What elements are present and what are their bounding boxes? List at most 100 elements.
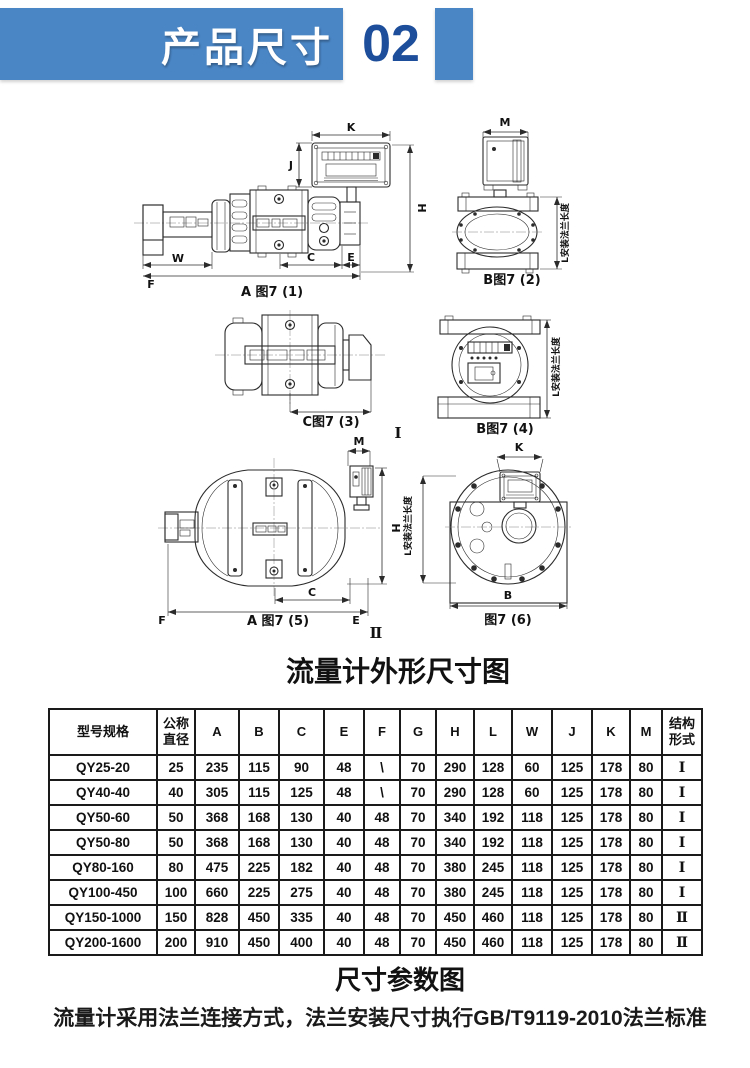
table-cell: 178	[591, 854, 631, 881]
table-cell: 125	[551, 879, 593, 906]
table-cell: \	[363, 754, 401, 781]
table-cell: QY200-1600	[48, 929, 158, 956]
flange-length-label: L安装法兰长度	[402, 495, 414, 556]
table-cell: 225	[238, 854, 280, 881]
table-header-cell: G	[399, 708, 437, 756]
table-cell: QY80-160	[48, 854, 158, 881]
table-cell: 400	[278, 929, 325, 956]
table-cell: 380	[435, 854, 475, 881]
dim-label-m: M	[354, 435, 365, 448]
table-cell: 125	[551, 754, 593, 781]
table-cell: 178	[591, 829, 631, 856]
table-cell: Ⅰ	[661, 754, 703, 781]
table-cell: 40	[323, 829, 365, 856]
dim-label-w: W	[172, 252, 184, 265]
table-cell: 40	[323, 929, 365, 956]
table-cell: 25	[156, 754, 196, 781]
table-cell: 80	[156, 854, 196, 881]
table-cell: 130	[278, 804, 325, 831]
dim-label-k: K	[515, 441, 524, 454]
table-cell: Ⅰ	[661, 779, 703, 806]
structure-mark-2: Ⅱ	[370, 624, 383, 642]
flange-length-label: L安装法兰长度	[559, 202, 571, 263]
table-cell: 192	[473, 829, 513, 856]
table-cell: 70	[399, 854, 437, 881]
table-cell: 48	[323, 779, 365, 806]
table-cell: 80	[629, 904, 663, 931]
table-cell: QY50-80	[48, 829, 158, 856]
dim-label-k: K	[347, 121, 356, 134]
table-cell: 90	[278, 754, 325, 781]
table-cell: 80	[629, 804, 663, 831]
table-cell: 118	[511, 904, 553, 931]
figure-caption: A 图7 (5)	[247, 614, 309, 629]
table-cell: 70	[399, 754, 437, 781]
table-cell: 192	[473, 804, 513, 831]
table-cell: 40	[323, 904, 365, 931]
figure-caption: B图7 (4)	[476, 422, 533, 437]
table-cell: 235	[194, 754, 240, 781]
table-header-cell: F	[363, 708, 401, 756]
table-cell: 910	[194, 929, 240, 956]
table-cell: 460	[473, 904, 513, 931]
table-cell: 178	[591, 804, 631, 831]
dim-label-j: J	[288, 159, 293, 172]
table-cell: 70	[399, 804, 437, 831]
table-cell: 335	[278, 904, 325, 931]
table-header-cell: 型号规格	[48, 708, 158, 756]
table-cell: 340	[435, 829, 475, 856]
table-cell: 50	[156, 829, 196, 856]
dim-label-m: M	[500, 116, 511, 129]
table-cell: 290	[435, 779, 475, 806]
diagram-title: 流量计外形尺寸图	[285, 656, 510, 687]
table-cell: 245	[473, 854, 513, 881]
table-cell: 115	[238, 779, 280, 806]
figure-front-view-4: L安装法兰长度 B图7 (4)	[437, 315, 562, 437]
table-cell: 48	[363, 804, 401, 831]
table-cell: Ⅱ	[661, 904, 703, 931]
table-cell: QY150-1000	[48, 904, 158, 931]
table-cell: 225	[238, 879, 280, 906]
table-cell: 150	[156, 904, 196, 931]
table-cell: 80	[629, 779, 663, 806]
table-cell: 70	[399, 779, 437, 806]
table-cell: 368	[194, 804, 240, 831]
table-cell: 660	[194, 879, 240, 906]
table-header-cell: J	[551, 708, 593, 756]
table-cell: 380	[435, 879, 475, 906]
table-cell: 125	[551, 829, 593, 856]
table-cell: 178	[591, 879, 631, 906]
table-cell: 125	[551, 854, 593, 881]
table-header-cell: A	[194, 708, 240, 756]
table-cell: 40	[323, 879, 365, 906]
table-cell: 178	[591, 904, 631, 931]
dim-label-e: E	[352, 614, 360, 627]
table-cell: 178	[591, 754, 631, 781]
table-cell: 70	[399, 929, 437, 956]
dim-label-h: H	[389, 523, 402, 532]
dim-label-e: E	[347, 251, 355, 264]
table-cell: 290	[435, 754, 475, 781]
figure-side-view-1: K J H	[134, 121, 428, 300]
table-cell: 128	[473, 754, 513, 781]
table-cell: 70	[399, 879, 437, 906]
table-cell: 125	[551, 929, 593, 956]
figure-side-view-3: C图7 (3) Ⅰ	[215, 310, 402, 442]
table-cell: QY25-20	[48, 754, 158, 781]
dim-label-c: C	[308, 586, 316, 599]
table-cell: Ⅰ	[661, 829, 703, 856]
table-cell: 118	[511, 854, 553, 881]
table-cell: 475	[194, 854, 240, 881]
dim-label-h: H	[415, 203, 428, 212]
table-cell: 168	[238, 804, 280, 831]
flange-standard-note: 流量计采用法兰连接方式，法兰安装尺寸执行GB/T9119-2010法兰标准	[53, 1007, 707, 1030]
table-cell: 450	[435, 929, 475, 956]
table-cell: 48	[323, 754, 365, 781]
table-header-cell: 结构 形式	[661, 708, 703, 756]
